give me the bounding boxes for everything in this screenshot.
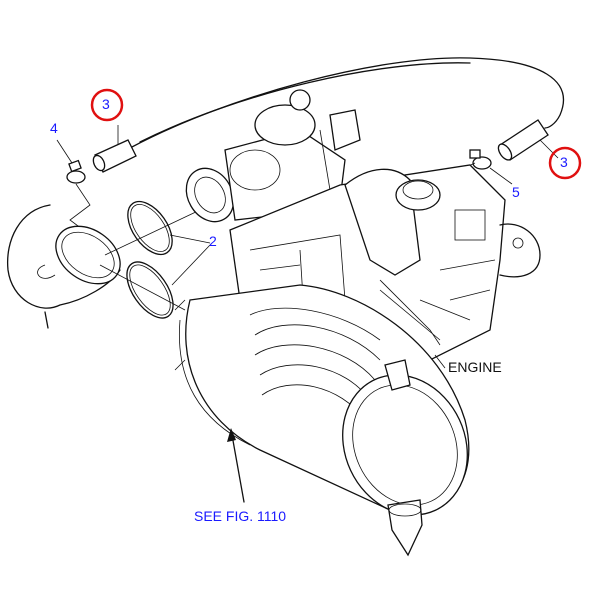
- hose-right[interactable]: [496, 119, 559, 162]
- air-filter: [174, 284, 470, 557]
- highlight-ring-left: [90, 88, 124, 122]
- hose-left[interactable]: [91, 125, 137, 173]
- callout-2[interactable]: 2: [209, 233, 217, 249]
- intake-elbow: [6, 204, 121, 329]
- callout-4[interactable]: 4: [50, 120, 58, 136]
- callout-3-left[interactable]: 3: [102, 96, 110, 112]
- turbocharger: [185, 89, 361, 223]
- engine-label: ENGINE: [448, 359, 502, 375]
- callout-5[interactable]: 5: [512, 184, 520, 200]
- callout-3-right[interactable]: 3: [560, 154, 568, 170]
- clamps-pair[interactable]: [99, 194, 211, 326]
- see-fig-reference[interactable]: SEE FIG. 1110: [194, 508, 287, 524]
- highlight-ring-right: [548, 146, 582, 180]
- reference-arrow: [227, 428, 245, 503]
